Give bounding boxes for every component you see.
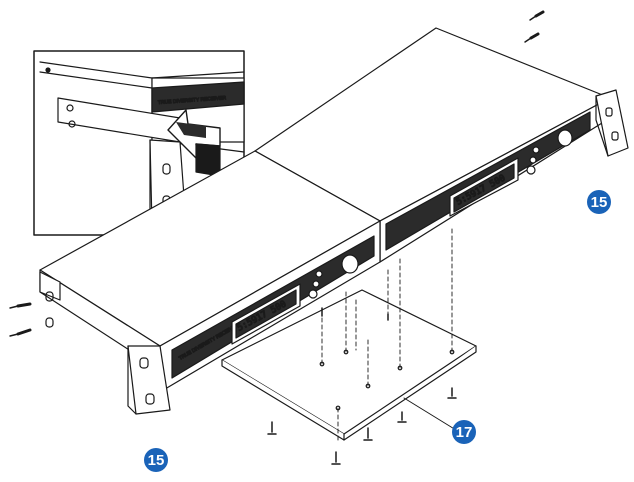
rack-bracket-right <box>595 89 629 157</box>
screw-left-1 <box>9 302 32 309</box>
callout-17: 17 <box>452 420 476 444</box>
inset-brand-text: TRUE DIVERSITY RECEIVER <box>158 95 227 106</box>
svg-text:15: 15 <box>148 452 165 469</box>
receiver-rear-jog-knob <box>557 129 573 147</box>
svg-text:17: 17 <box>456 424 473 441</box>
rack-bracket-left <box>39 271 61 301</box>
callout-17-leader <box>403 397 457 431</box>
receiver-front: TRUE DIVERSITY RECEIVER 5:5917 500 <box>9 150 381 415</box>
callout-15-left: 15 <box>144 448 168 472</box>
receiver-front-jog-knob <box>341 254 359 274</box>
alignment-guide-lines <box>321 227 453 441</box>
svg-text:15: 15 <box>591 194 608 211</box>
inset-front-panel <box>151 81 245 113</box>
plate-screws <box>267 307 457 465</box>
screw-left-2 <box>9 328 32 337</box>
screw-top-right-1 <box>529 10 545 21</box>
screw-top-right-2 <box>524 32 540 43</box>
joint-plate <box>221 289 477 441</box>
callout-15-right: 15 <box>587 190 611 214</box>
